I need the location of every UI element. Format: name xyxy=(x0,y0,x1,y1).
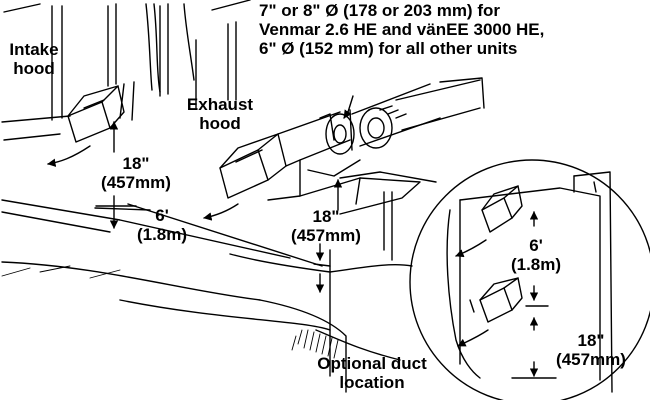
hood-separation-label: 6' (1.8m) xyxy=(132,206,192,244)
exhaust-clearance-label: 18" (457mm) xyxy=(282,207,370,245)
intake-arrow xyxy=(47,145,91,167)
optional-duct-label: Optional duct location xyxy=(302,354,442,392)
inset-separation-metric: (1.8m) xyxy=(510,255,562,274)
exhaust-hood-shape xyxy=(219,133,301,201)
optional-duct-label-line-1: Optional duct xyxy=(317,354,427,373)
inset-lower-hood xyxy=(479,277,523,323)
intake-clearance-label: 18" (457mm) xyxy=(94,154,178,192)
intake-hood-label-line-2: hood xyxy=(13,59,55,78)
inset-separation-label: 6' (1.8m) xyxy=(506,236,566,274)
inset-clearance-value: 18" xyxy=(577,331,605,350)
exhaust-hood-label-line-2: hood xyxy=(199,114,241,133)
exhaust-hood-label: Exhaust hood xyxy=(170,95,270,133)
exhaust-clearance-value: 18" xyxy=(312,207,340,226)
inset-clearance-metric: (457mm) xyxy=(556,350,626,369)
exhaust-clearance-metric: (457mm) xyxy=(291,226,361,245)
duct-run xyxy=(277,77,485,161)
exhaust-arrow xyxy=(203,203,239,221)
intake-hood-label: Intake hood xyxy=(6,40,62,78)
inset-separation-value: 6' xyxy=(529,236,543,255)
optional-duct-label-line-2: location xyxy=(339,373,405,392)
house-wall xyxy=(1,0,291,259)
inset-upper-hood xyxy=(481,185,523,233)
inset-dimension-lines xyxy=(511,211,557,379)
inset-clearance-label: 18" (457mm) xyxy=(546,331,636,369)
ground xyxy=(1,249,413,393)
inset-upper-arrow xyxy=(455,239,487,258)
intake-hood-shape xyxy=(67,85,125,143)
dimension-lines xyxy=(95,95,354,293)
inset-lower-arrow xyxy=(457,329,489,347)
wires xyxy=(145,3,195,93)
hood-separation-value: 6' xyxy=(155,206,169,225)
duct-size-line-3: 6" Ø (152 mm) for all other units xyxy=(259,39,518,58)
ground-hatch xyxy=(1,265,339,359)
inset-view xyxy=(409,159,650,400)
intake-clearance-value: 18" xyxy=(122,154,150,173)
duct-size-note: 7" or 8" Ø (178 or 203 mm) for Venmar 2.… xyxy=(259,1,544,58)
exhaust-hood-label-line-1: Exhaust xyxy=(186,95,254,114)
duct-size-line-2: Venmar 2.6 HE and vänEE 3000 HE, xyxy=(259,20,545,39)
intake-clearance-metric: (457mm) xyxy=(101,173,171,192)
hood-separation-metric: (1.8m) xyxy=(136,225,188,244)
duct-size-line-1: 7" or 8" Ø (178 or 203 mm) for xyxy=(259,1,500,20)
intake-hood-label-line-1: Intake xyxy=(9,40,59,59)
